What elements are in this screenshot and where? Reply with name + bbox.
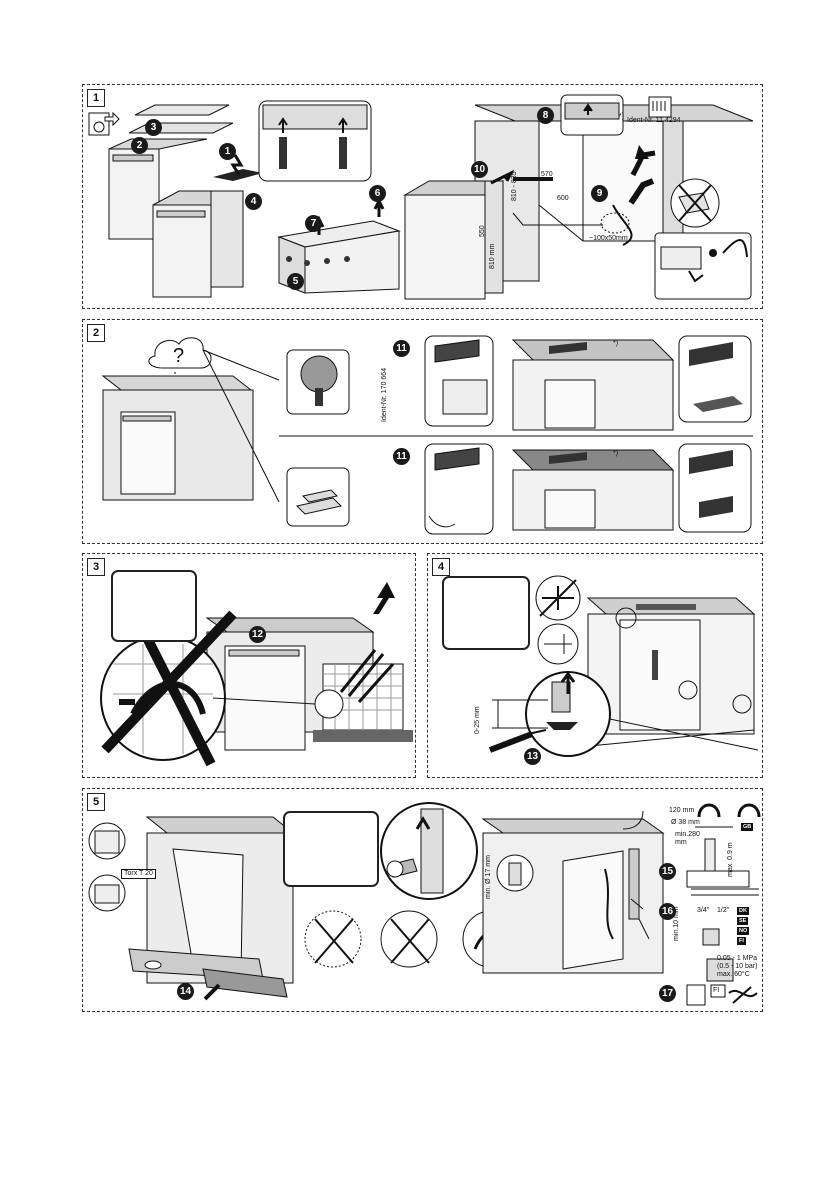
step-badge-2: 2 bbox=[131, 137, 148, 154]
country-badge-se: SE bbox=[737, 917, 749, 925]
dishwasher bbox=[619, 619, 701, 731]
pressure-mpa: 0.05 - 1 MPa bbox=[717, 955, 758, 962]
thread-3-4: 3/4" bbox=[697, 907, 710, 914]
dimension-120mm: 120 mm bbox=[669, 807, 695, 814]
panel-1-illustration bbox=[88, 94, 754, 300]
step-badge-14: 14 bbox=[177, 983, 194, 1000]
torx-label: Torx T 20 bbox=[121, 869, 156, 879]
dimension-min10: min.10 mm bbox=[673, 906, 680, 941]
asterisk-note-2: *) bbox=[613, 340, 619, 347]
step-badge-17: 17 bbox=[659, 985, 676, 1002]
panel-number: 3 bbox=[87, 558, 105, 576]
ident-number-1: Ident-Nr. 11 4294 bbox=[627, 117, 681, 124]
step-badge-11: 11 bbox=[393, 340, 410, 357]
dimension-min280: min.280 mm bbox=[675, 831, 700, 846]
dishwasher bbox=[120, 411, 176, 495]
lid-top bbox=[134, 104, 230, 116]
empty-note-box bbox=[442, 576, 530, 650]
panel-number: 4 bbox=[432, 558, 450, 576]
panel-3: 3 12 bbox=[82, 553, 416, 778]
country-badge-no: NO bbox=[737, 927, 750, 935]
panel-3-illustration bbox=[100, 582, 413, 767]
svg-text:?: ? bbox=[173, 345, 184, 367]
panel-2-illustration: ? bbox=[101, 335, 753, 535]
step-badge-9: 9 bbox=[591, 185, 608, 202]
max-temperature: max. 60°C bbox=[717, 971, 750, 978]
dishwasher-1 bbox=[108, 148, 160, 240]
panel-4: 4 13 0-25 mm bbox=[427, 553, 763, 778]
dimension-max09: max. 0.9 m bbox=[727, 842, 734, 877]
dimension-100x50: ~100x50mm bbox=[589, 235, 628, 242]
step-badge-1: 1 bbox=[219, 143, 236, 160]
step-badge-5: 5 bbox=[287, 273, 304, 290]
step-badge-10: 10 bbox=[471, 161, 488, 178]
dishwasher-3 bbox=[404, 194, 486, 300]
pressure-bar: (0.5 - 10 bar) bbox=[717, 963, 758, 970]
step-badge-7: 7 bbox=[305, 215, 322, 232]
dishwasher-2 bbox=[152, 204, 212, 298]
panel-2: 2 ? bbox=[82, 319, 763, 544]
step-badge-13: 13 bbox=[524, 748, 541, 765]
step-badge-4: 4 bbox=[245, 193, 262, 210]
dimension-550: 550 bbox=[479, 225, 486, 237]
panel-5-illustration bbox=[88, 802, 761, 1006]
dimension-600: 600 bbox=[557, 195, 569, 202]
panel-1: 1 bbox=[82, 84, 763, 309]
step-badge-16: 16 bbox=[659, 903, 676, 920]
asterisk-note-1: *) bbox=[619, 113, 625, 120]
dimension-0-25mm: 0-25 mm bbox=[474, 706, 481, 734]
panel-number: 5 bbox=[87, 793, 105, 811]
step-badge-15: 15 bbox=[659, 863, 676, 880]
dimension-810-835: 810 - 835 bbox=[511, 171, 518, 201]
min-diameter-17mm: min. Ø 17 mm bbox=[485, 855, 492, 899]
panel-number: 2 bbox=[87, 324, 105, 342]
country-badge-dk: DK bbox=[737, 907, 749, 915]
empty-note-box bbox=[111, 570, 197, 642]
dimension-810mm: 810 mm bbox=[489, 243, 496, 269]
step-badge-11-stone: 11 bbox=[393, 448, 410, 465]
country-badge-gb: GB bbox=[741, 823, 754, 831]
socket-icon bbox=[88, 112, 110, 136]
panel-number: 1 bbox=[87, 89, 105, 107]
empty-note-box bbox=[283, 811, 379, 887]
step-badge-6: 6 bbox=[369, 185, 386, 202]
dimension-38mm: Ø 38 mm bbox=[671, 819, 700, 826]
step-badge-8: 8 bbox=[537, 107, 554, 124]
step-badge-12: 12 bbox=[249, 626, 266, 643]
panel-5: 5 bbox=[82, 788, 763, 1012]
panel-4-illustration bbox=[488, 575, 759, 757]
asterisk-note-3: *) bbox=[613, 450, 619, 457]
thread-1-2: 1/2" bbox=[717, 907, 730, 914]
ident-number-2: Ident-Nr. 170 664 bbox=[381, 367, 388, 422]
fi-label: FI bbox=[713, 987, 720, 994]
dimension-570: 570 bbox=[541, 171, 553, 178]
country-badge-fi: FI bbox=[737, 937, 746, 945]
dishwasher bbox=[224, 645, 306, 751]
step-badge-3: 3 bbox=[145, 119, 162, 136]
